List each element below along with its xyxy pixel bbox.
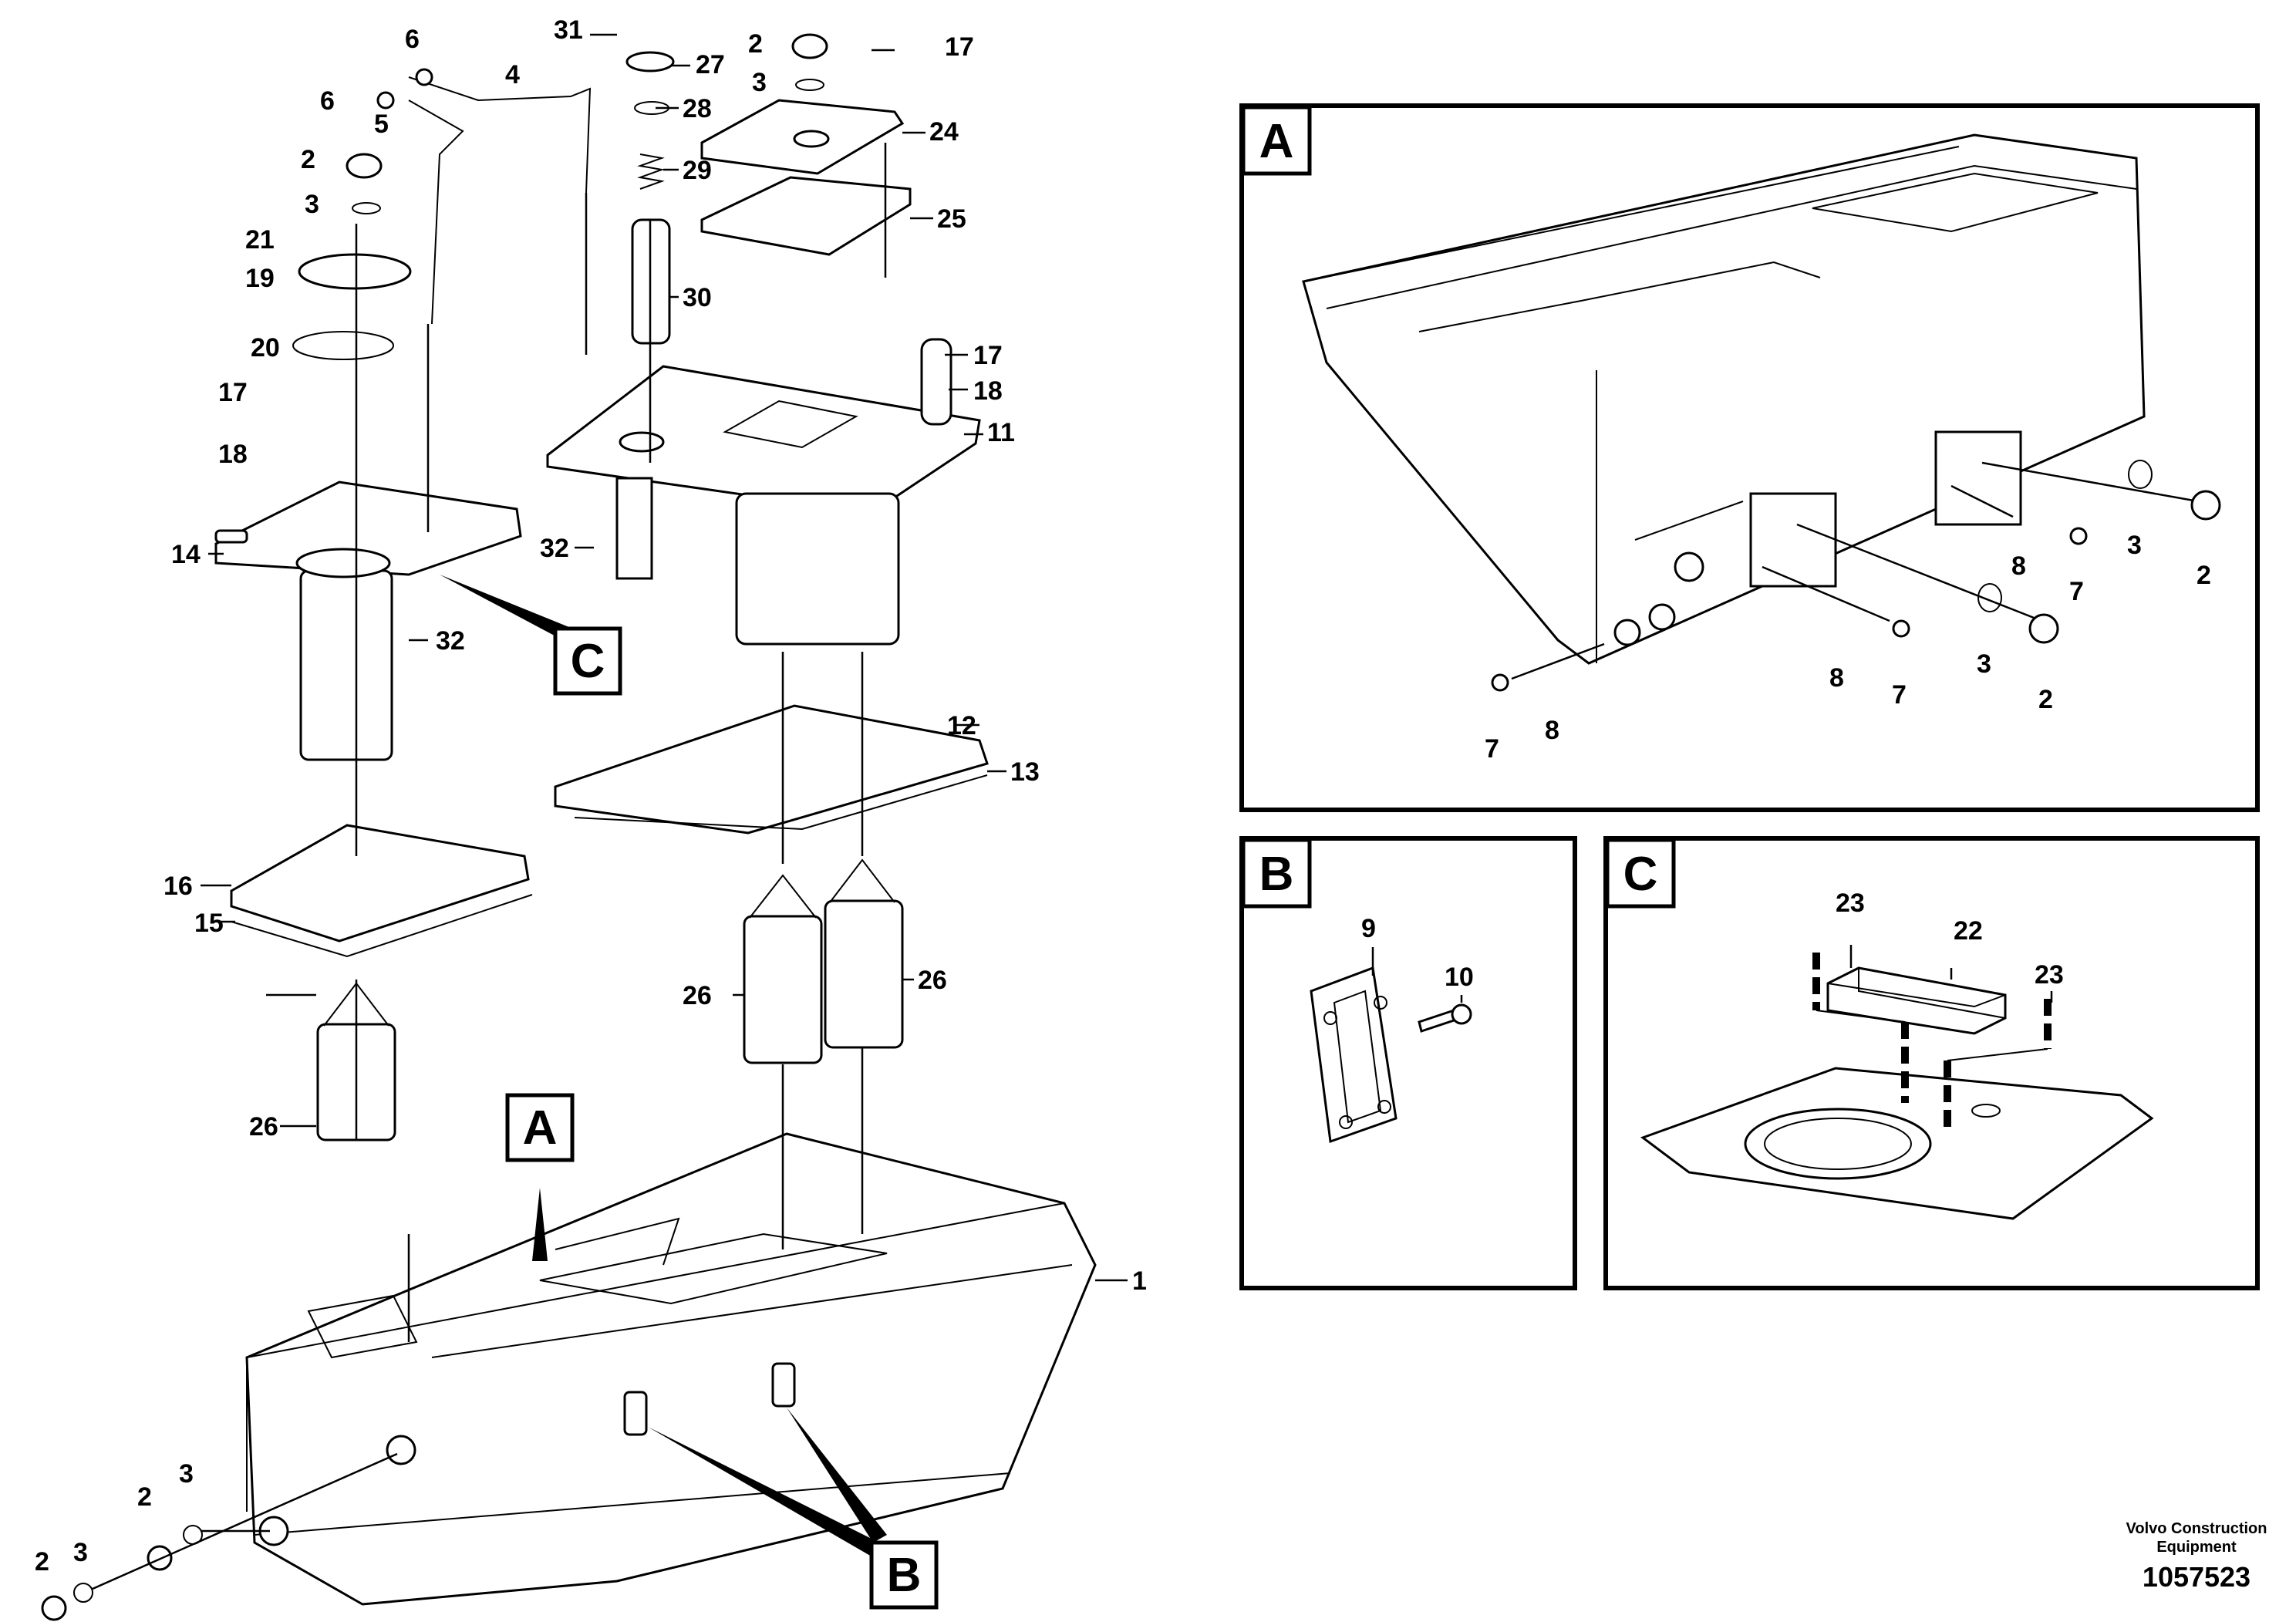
detail-b-label: B <box>1259 848 1294 901</box>
gasket-25 <box>700 176 912 256</box>
detail-c-callout-23-left: 23 <box>1836 889 1865 918</box>
callout-26-mid-left: 26 <box>683 981 712 1010</box>
callout-2-plug-upper: 2 <box>137 1482 152 1512</box>
callout-12: 12 <box>947 711 976 740</box>
filter-26-mid-left <box>743 874 823 1249</box>
callout-4: 4 <box>505 60 520 89</box>
cap-group-24 <box>791 33 828 91</box>
detail-a-callout-7-left: 7 <box>1485 734 1499 764</box>
callout-2-cap-14: 2 <box>301 145 315 174</box>
callout-19: 19 <box>245 264 275 293</box>
callout-32-right: 32 <box>540 534 569 563</box>
tank-body <box>245 1132 1097 1606</box>
callout-2-cap-24: 2 <box>748 29 763 59</box>
callout-25: 25 <box>937 204 966 234</box>
callout-17-right: 17 <box>973 341 1003 370</box>
callout-3-plug-lower: 3 <box>73 1538 88 1567</box>
detail-b-callout-10: 10 <box>1445 963 1474 992</box>
detail-b-flange <box>1310 947 1472 1144</box>
callout-32-left: 32 <box>436 626 465 656</box>
plugs-bottom-left <box>41 1452 398 1621</box>
pipe-4-5-6 <box>376 68 592 325</box>
detail-a-fittings <box>1491 460 2221 692</box>
detail-marker-c: C <box>553 626 622 696</box>
cover-11 <box>546 338 981 646</box>
cap-group-14 <box>292 153 412 360</box>
detail-c-label: C <box>1623 848 1658 901</box>
callout-15: 15 <box>194 909 224 938</box>
detail-a-callout-7-right: 7 <box>2069 577 2084 606</box>
detail-marker-a: A <box>505 1093 575 1162</box>
detail-b-callout-9: 9 <box>1361 914 1376 943</box>
leader-lines <box>201 33 1128 1282</box>
callout-6-lower: 6 <box>320 86 335 116</box>
detail-c-plate <box>1640 966 2154 1220</box>
filter-26-lower <box>316 980 396 1141</box>
callout-2-plug-lower: 2 <box>35 1547 49 1576</box>
detail-marker-a-label: A <box>523 1101 558 1155</box>
callout-18-right: 18 <box>973 376 1003 406</box>
gasket-12-13 <box>554 704 989 835</box>
detail-a-callout-3-lower: 3 <box>1977 649 1991 679</box>
callout-13: 13 <box>1010 757 1040 787</box>
detail-marker-c-label: C <box>571 635 605 688</box>
detail-a-callout-2-lower: 2 <box>2038 685 2053 714</box>
detail-a-label: A <box>1259 115 1294 168</box>
detail-c-panel: C 23 22 23 <box>1603 836 2260 1290</box>
detail-a-callout-8-left: 8 <box>1545 716 1559 745</box>
callout-17-top: 17 <box>945 32 974 62</box>
callout-14: 14 <box>171 540 201 569</box>
detail-a-callout-2-upper: 2 <box>2197 561 2211 590</box>
cover-14 <box>214 481 522 761</box>
footer-company-line2: Equipment <box>2156 1539 2237 1556</box>
callout-30: 30 <box>683 283 712 312</box>
callout-18-left: 18 <box>218 440 248 469</box>
callout-21: 21 <box>245 225 275 255</box>
callout-6-upper: 6 <box>405 25 420 54</box>
detail-a-callout-7-mid: 7 <box>1892 680 1907 710</box>
filter-26-mid-right <box>824 858 904 1234</box>
detail-a-tank <box>1302 133 2146 665</box>
callout-17-left: 17 <box>218 378 248 407</box>
callout-31: 31 <box>554 15 583 45</box>
callout-16: 16 <box>164 872 193 901</box>
detail-marker-b: B <box>869 1540 939 1610</box>
assembly-lines <box>355 143 887 1342</box>
detail-b-panel: B 9 10 <box>1239 836 1577 1290</box>
callout-1: 1 <box>1132 1266 1147 1296</box>
main-exploded-view: A C B 1 2 2 2 2 3 3 3 3 4 5 6 6 11 12 13… <box>35 15 1147 1621</box>
callout-26-mid-right: 26 <box>918 966 947 995</box>
cover-24 <box>700 99 905 175</box>
detail-pointers <box>440 575 887 1556</box>
callout-27: 27 <box>696 50 725 79</box>
detail-c-callout-22: 22 <box>1954 916 1983 946</box>
detail-a-callout-8-mid: 8 <box>1829 663 1844 693</box>
callout-28: 28 <box>683 94 712 123</box>
footer-block: Volvo Construction Equipment 1057523 <box>2126 1520 2267 1593</box>
footer-drawing-number: 1057523 <box>2143 1561 2250 1593</box>
callout-3-oring-14: 3 <box>305 190 319 219</box>
callout-29: 29 <box>683 156 712 185</box>
gasket-15-16 <box>230 824 533 958</box>
callout-5: 5 <box>374 110 389 139</box>
detail-marker-b-label: B <box>887 1549 922 1602</box>
detail-c-straps <box>1812 945 2053 1134</box>
callout-26-lower: 26 <box>249 1112 278 1141</box>
detail-a-callout-8-right: 8 <box>2011 551 2026 581</box>
callout-3-oring-24: 3 <box>752 68 767 97</box>
detail-c-callout-23-right: 23 <box>2035 960 2064 990</box>
callout-20: 20 <box>251 333 280 363</box>
callout-3-plug-upper: 3 <box>179 1459 194 1489</box>
footer-company-line1: Volvo Construction <box>2126 1520 2267 1537</box>
callout-24: 24 <box>929 117 959 147</box>
detail-a-callout-3-upper: 3 <box>2127 531 2142 560</box>
detail-a-panel: A 7 <box>1239 103 2260 812</box>
callout-11: 11 <box>987 418 1015 447</box>
